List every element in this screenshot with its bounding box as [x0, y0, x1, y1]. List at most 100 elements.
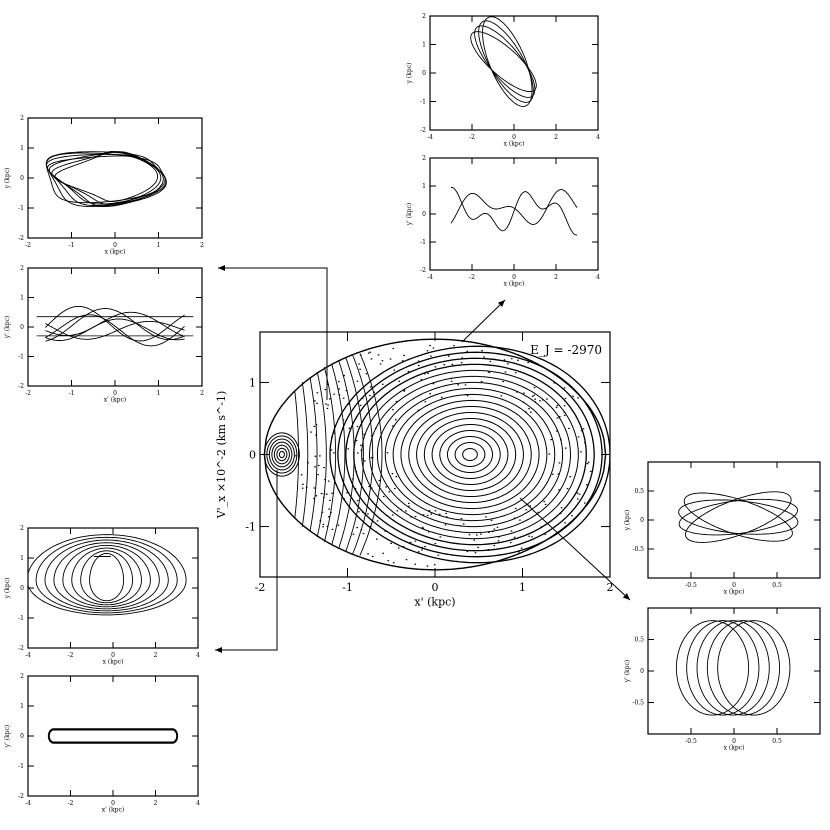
chaos-point: [324, 479, 326, 481]
invariant-curve: [400, 399, 540, 510]
invariant-curve: [416, 412, 524, 497]
chaos-point: [326, 493, 328, 495]
orbit-line: [45, 311, 185, 337]
invariant-curve: [392, 393, 548, 516]
chaos-point: [363, 433, 366, 435]
chaos-point: [456, 560, 458, 563]
chaos-point: [391, 473, 394, 475]
chaos-point: [397, 547, 400, 549]
y-tick-label: 0: [20, 733, 24, 740]
chaos-point: [451, 363, 454, 365]
x-tick-label: 0: [113, 390, 117, 397]
x-tick-label: -4: [25, 800, 31, 807]
invariant-curve: [423, 418, 517, 491]
left-island-curve: [271, 441, 293, 468]
plot-frame: [647, 461, 821, 579]
chaos-point: [326, 525, 329, 527]
y-tick-label: -1: [18, 763, 24, 770]
chaos-point: [331, 436, 333, 438]
chaos-point: [420, 378, 423, 381]
chaos-point: [459, 525, 462, 527]
chaos-point: [537, 511, 540, 514]
chaos-point: [356, 500, 359, 502]
chaos-point: [361, 397, 364, 399]
chaos-point: [510, 530, 513, 532]
y-axis-label: y' (kpc): [4, 725, 11, 748]
chaos-point: [333, 452, 335, 454]
x-tick-label: 0: [432, 581, 439, 594]
chaos-point: [352, 478, 354, 480]
chaos-point: [342, 419, 345, 421]
chaos-point: [390, 542, 392, 544]
invariant-curve: [329, 345, 610, 564]
y-tick-label: 1: [422, 183, 426, 190]
orbit-line: [675, 620, 750, 716]
x-axis-label: x' (kpc): [414, 596, 455, 609]
x-tick-label: 2: [154, 652, 158, 659]
chaos-point: [475, 534, 478, 536]
chaos-point: [376, 520, 379, 522]
orbit-line: [450, 189, 578, 225]
chaos-point: [360, 529, 363, 531]
chaos-point: [338, 388, 340, 390]
chaos-point: [370, 487, 373, 489]
chaos-point: [357, 452, 359, 454]
chaos-point: [391, 514, 394, 516]
chaos-point: [497, 536, 500, 538]
chaos-point: [359, 404, 362, 407]
chaos-point: [488, 531, 490, 533]
chaos-point: [530, 411, 532, 413]
chaos-point: [417, 409, 420, 411]
chaos-point: [426, 565, 429, 567]
x-tick-label: 2: [200, 390, 204, 397]
y-tick-label: 0: [640, 668, 644, 675]
y-axis-label: y (kpc): [624, 510, 631, 532]
x-tick-label: -0.5: [685, 582, 697, 589]
chaos-point: [550, 438, 552, 441]
x-tick-label: 0: [111, 800, 115, 807]
invariant-curve: [361, 369, 579, 540]
orbit-line: [48, 728, 178, 744]
chaos-point: [402, 532, 404, 535]
y-tick-label: -1: [420, 239, 426, 246]
chaotic-band: [309, 377, 318, 532]
chaos-point: [520, 547, 523, 549]
y-tick-label: -0.5: [632, 546, 644, 553]
plot-frame: [27, 117, 203, 239]
chaos-point: [403, 389, 406, 391]
chaos-point: [359, 354, 362, 356]
chaos-point: [563, 411, 566, 414]
chaos-point: [405, 510, 407, 512]
chaos-point: [558, 489, 560, 491]
chaos-point: [551, 473, 554, 475]
x-tick-label: 1: [157, 390, 161, 397]
connector-arrows: [215, 265, 631, 653]
chaos-point: [510, 358, 513, 360]
arrow-to-top-center: [461, 299, 506, 343]
y-axis-label: y (kpc): [4, 578, 11, 600]
invariant-curve: [345, 357, 595, 552]
chaos-point: [430, 513, 433, 515]
orbit-line: [47, 728, 179, 744]
chaos-point: [382, 495, 385, 498]
x-tick-label: 0: [732, 582, 736, 589]
chaos-point: [432, 347, 435, 349]
chaos-point: [534, 401, 536, 403]
chaos-point: [576, 492, 579, 494]
chaos-point: [453, 345, 455, 347]
chaos-point: [421, 526, 424, 528]
chaos-point: [526, 503, 529, 506]
chaos-point: [528, 535, 530, 537]
chaos-point: [540, 526, 543, 528]
chaos-point: [580, 430, 583, 432]
y-tick-label: -2: [420, 127, 426, 134]
chaos-point: [371, 457, 374, 459]
x-tick-label: 0: [512, 134, 516, 141]
x-tick-label: -1: [69, 242, 75, 249]
y-tick-label: 2: [422, 13, 426, 20]
chaos-point: [422, 514, 425, 516]
invariant-curve: [408, 406, 532, 503]
x-tick-label: 4: [196, 800, 200, 807]
chaos-point: [563, 387, 566, 389]
y-tick-label: -2: [18, 235, 24, 242]
